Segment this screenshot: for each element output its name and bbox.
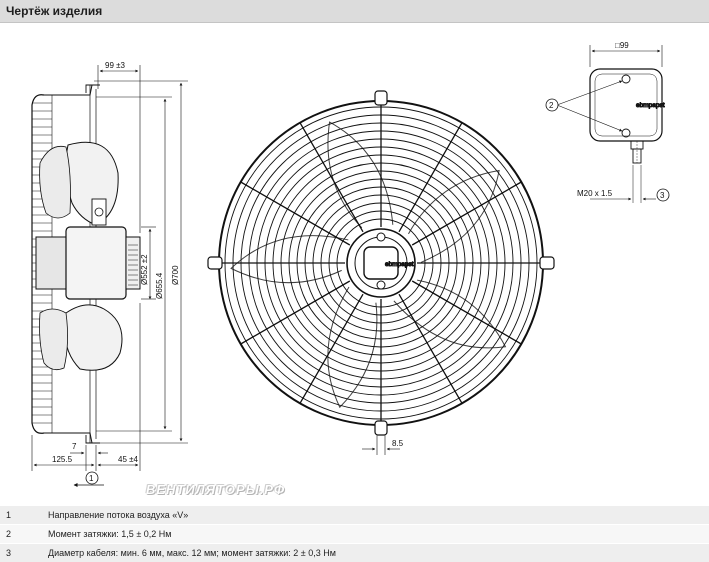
dim-45: 45 ±4 xyxy=(118,455,139,464)
front-view: ebmpapst xyxy=(207,90,555,455)
note-number: 3 xyxy=(6,548,12,558)
side-view-dimensions xyxy=(31,65,188,487)
hub-logo: ebmpapst xyxy=(385,261,414,268)
note-row: 1 Направление потока воздуха «V» xyxy=(0,505,709,524)
section-header: Чертёж изделия xyxy=(0,0,709,23)
ref-1: 1 xyxy=(89,474,94,483)
note-number: 2 xyxy=(6,529,12,539)
note-text: Диаметр кабеля: мин. 6 мм, макс. 12 мм; … xyxy=(48,548,336,558)
dim-99-box: □99 xyxy=(615,41,629,50)
side-view xyxy=(31,84,141,444)
dim-655: Ø655.4 xyxy=(155,272,164,299)
dim-700: Ø700 xyxy=(171,265,180,285)
note-text: Момент затяжки: 1,5 ± 0,2 Нм xyxy=(48,529,172,539)
note-text: Направление потока воздуха «V» xyxy=(48,510,189,520)
product-drawing: ebmpapst ebmpapst xyxy=(0,23,709,501)
ref-3: 3 xyxy=(660,191,665,200)
note-row: 3 Диаметр кабеля: мин. 6 мм, макс. 12 мм… xyxy=(0,543,709,562)
dim-552: Ø552 ±2 xyxy=(140,254,149,285)
dim-m20: M20 x 1.5 xyxy=(577,189,613,198)
dim-99-side: 99 ±3 xyxy=(105,61,126,70)
box-logo: ebmpapst xyxy=(636,102,665,109)
section-title: Чертёж изделия xyxy=(6,4,103,18)
note-row: 2 Момент затяжки: 1,5 ± 0,2 Нм xyxy=(0,524,709,543)
dim-7: 7 xyxy=(72,442,77,451)
notes-table: 1 Направление потока воздуха «V» 2 Момен… xyxy=(0,505,709,562)
watermark: ВЕНТИЛЯТОРЫ.РФ xyxy=(146,482,286,497)
note-number: 1 xyxy=(6,510,12,520)
ref-2: 2 xyxy=(549,101,554,110)
dim-8-5: 8.5 xyxy=(392,439,404,448)
terminal-box-view: ebmpapst xyxy=(545,45,670,203)
dim-125: 125.5 xyxy=(52,455,73,464)
